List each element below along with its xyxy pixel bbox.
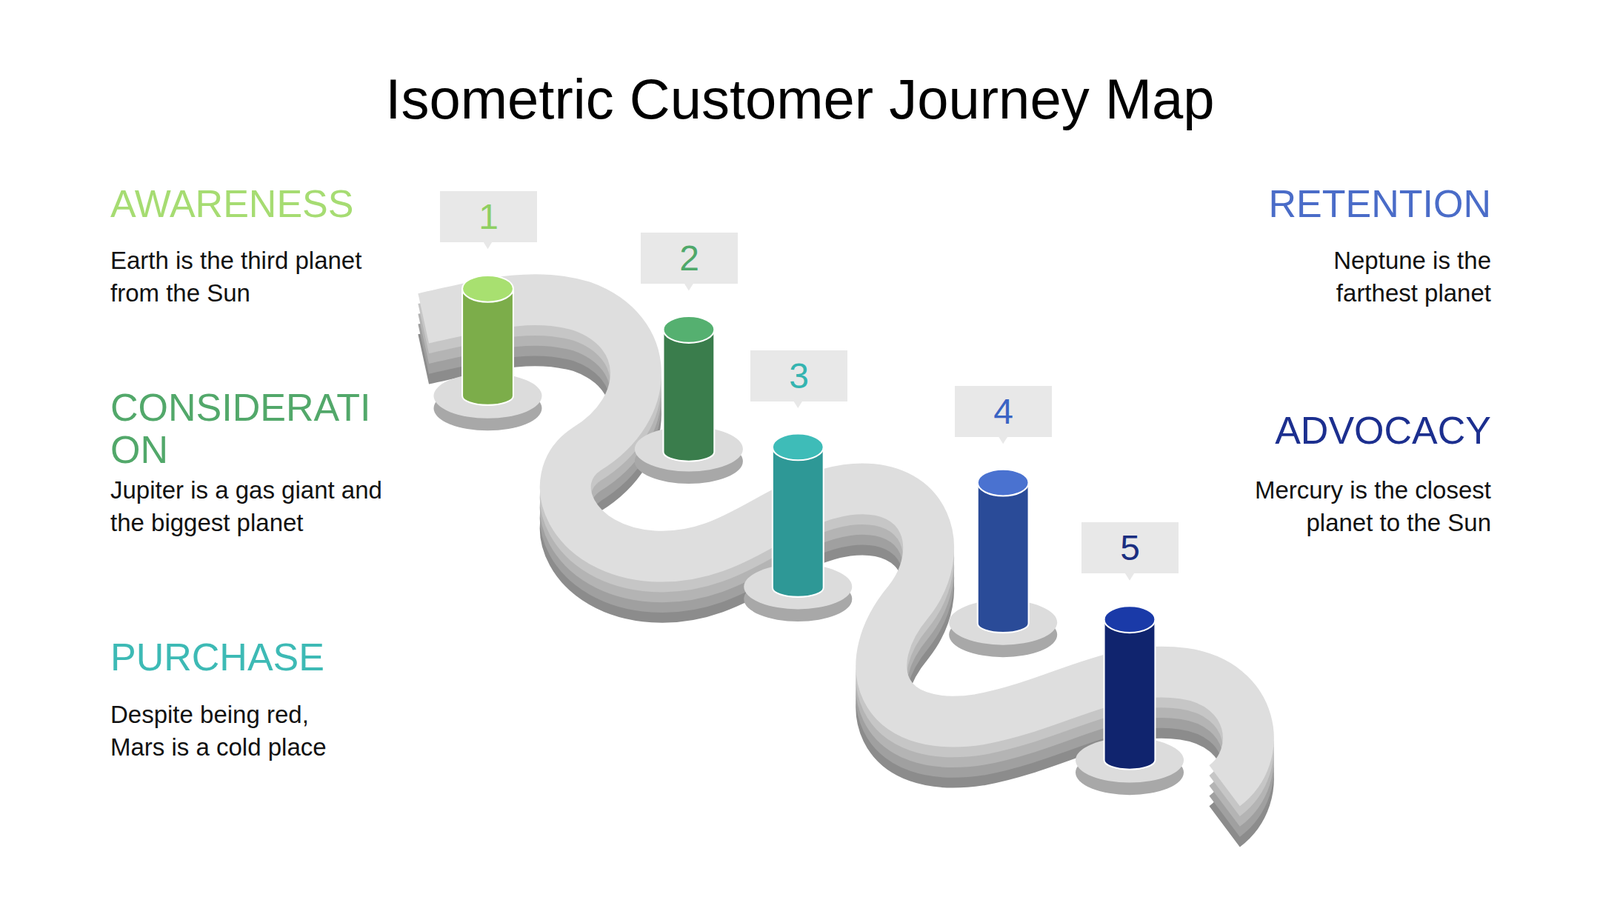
road-path bbox=[423, 300, 1249, 827]
stage-heading: PURCHASE bbox=[110, 635, 496, 680]
stage-text: Neptune is the farthest planet bbox=[1287, 244, 1492, 310]
stage-text: Mercury is the closest planet to the Sun bbox=[1209, 474, 1492, 540]
callout-number: 2 bbox=[679, 240, 700, 277]
callout-number: 1 bbox=[478, 199, 499, 235]
callout-box: 1 bbox=[440, 191, 538, 243]
callout-box: 5 bbox=[1081, 522, 1179, 574]
callout-number: 3 bbox=[788, 358, 809, 395]
pillars bbox=[462, 275, 1155, 770]
diagram-title: Isometric Customer Journey Map bbox=[0, 68, 1600, 131]
stage-heading: AWARENESS bbox=[110, 182, 496, 227]
callout-box: 4 bbox=[954, 385, 1052, 438]
pillar-bases bbox=[433, 373, 1184, 795]
stage-heading: CONSIDERATION bbox=[110, 386, 389, 472]
stage-heading: ADVOCACY bbox=[1105, 408, 1492, 454]
callout-box: 3 bbox=[750, 350, 848, 402]
stage-text: Despite being red, Mars is a cold place bbox=[110, 698, 366, 764]
stage-heading: RETENTION bbox=[1105, 182, 1492, 227]
stage-text: Earth is the third planet from the Sun bbox=[110, 244, 366, 310]
callout-box: 2 bbox=[640, 232, 738, 284]
callout-number: 4 bbox=[993, 394, 1014, 430]
callout-pointers bbox=[482, 240, 1135, 581]
callout-number: 5 bbox=[1120, 530, 1140, 566]
stage-text: Jupiter is a gas giant and the biggest p… bbox=[110, 474, 386, 540]
